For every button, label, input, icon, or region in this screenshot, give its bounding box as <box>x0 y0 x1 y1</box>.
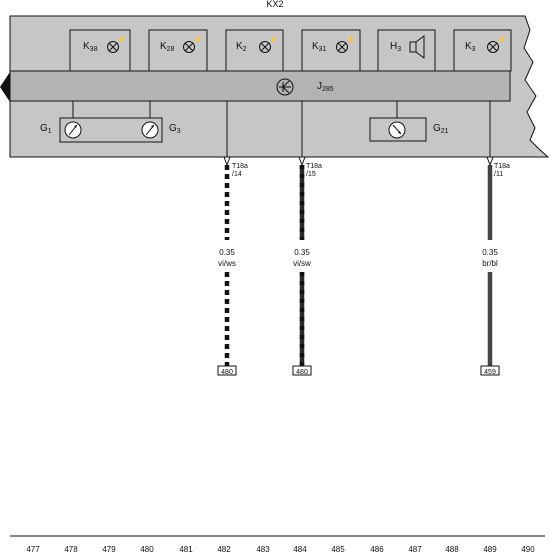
svg-text:/11: /11 <box>494 171 503 178</box>
svg-text:⚡: ⚡ <box>193 34 202 43</box>
svg-text:/15: /15 <box>306 171 316 178</box>
wire-br-bl: T18a /11 0.35 br/bl 459 <box>480 156 510 376</box>
lamp-icon: ⚡ <box>487 34 506 53</box>
svg-text:H3: H3 <box>390 41 401 53</box>
svg-text:480: 480 <box>221 369 233 376</box>
svg-text:486: 486 <box>370 545 384 554</box>
svg-text:488: 488 <box>445 545 459 554</box>
svg-text:477: 477 <box>26 545 40 554</box>
svg-text:487: 487 <box>408 545 422 554</box>
warning-lamp-k3: K3 ⚡ <box>453 29 512 72</box>
svg-text:478: 478 <box>64 545 78 554</box>
lamp-icon: ⚡ <box>336 34 355 53</box>
svg-text:481: 481 <box>179 545 193 554</box>
gauge-icon <box>64 121 82 139</box>
diagram-title: KX2 <box>266 0 283 9</box>
warning-lamp-k2: K2 ⚡ <box>225 29 284 72</box>
tachometer-g21: G21 <box>369 101 449 142</box>
svg-text:0.35: 0.35 <box>219 248 235 257</box>
svg-text:⚡: ⚡ <box>117 34 126 43</box>
buzzer-h3: H3 <box>377 29 436 72</box>
svg-text:480: 480 <box>140 545 154 554</box>
lamp-icon: ⚡ <box>183 34 202 53</box>
svg-text:T18a: T18a <box>306 163 322 170</box>
lamp-icon: ⚡ <box>107 34 126 53</box>
continuation-arrow-left <box>0 72 10 102</box>
warning-lamp-k38: K38 ⚡ <box>69 29 131 72</box>
svg-text:0.35: 0.35 <box>294 248 310 257</box>
j285-bus-bar <box>9 70 511 102</box>
svg-text:⚡: ⚡ <box>497 34 506 43</box>
svg-text:485: 485 <box>331 545 345 554</box>
svg-text:484: 484 <box>293 545 307 554</box>
svg-text:vi/sw: vi/sw <box>293 259 311 268</box>
j285-symbol-icon <box>276 78 294 96</box>
svg-text:⚡: ⚡ <box>269 34 278 43</box>
svg-text:/14: /14 <box>232 171 242 178</box>
g1-label: G1 <box>40 123 52 135</box>
svg-text:T18a: T18a <box>494 163 510 170</box>
svg-text:K2: K2 <box>236 41 247 53</box>
svg-text:482: 482 <box>217 545 231 554</box>
wire-vi-ws: T18a /14 0.35 vi/ws 480 <box>217 156 248 376</box>
g21-label: G21 <box>433 123 449 135</box>
speaker-icon <box>409 35 425 59</box>
svg-text:K38: K38 <box>83 41 98 53</box>
svg-text:479: 479 <box>102 545 116 554</box>
svg-text:490: 490 <box>521 545 535 554</box>
current-track-numbers: 477 478 479 480 481 482 483 484 485 486 … <box>26 545 535 554</box>
warning-lamp-k28: K28 ⚡ <box>148 29 208 72</box>
warning-lamp-k31: K31 ⚡ <box>301 29 361 72</box>
gauge-icon <box>141 121 159 139</box>
svg-text:⚡: ⚡ <box>346 34 355 43</box>
svg-text:489: 489 <box>483 545 497 554</box>
wire-vi-sw: T18a /15 0.35 vi/sw 480 <box>292 156 322 376</box>
gauge-unit-g1-g3: G1 G3 <box>40 101 181 143</box>
lamp-icon: ⚡ <box>259 34 278 53</box>
g3-label: G3 <box>169 123 181 135</box>
svg-text:483: 483 <box>256 545 270 554</box>
svg-text:K3: K3 <box>465 41 476 53</box>
svg-text:br/bl: br/bl <box>482 259 498 268</box>
j285-label: J285 <box>317 81 334 93</box>
svg-text:459: 459 <box>484 369 496 376</box>
svg-text:vi/ws: vi/ws <box>218 259 236 268</box>
svg-text:K31: K31 <box>312 41 327 53</box>
svg-text:0.35: 0.35 <box>482 248 498 257</box>
svg-text:T18a: T18a <box>232 163 248 170</box>
gauge-icon <box>388 121 406 139</box>
svg-text:480: 480 <box>296 369 308 376</box>
svg-text:K28: K28 <box>160 41 175 53</box>
